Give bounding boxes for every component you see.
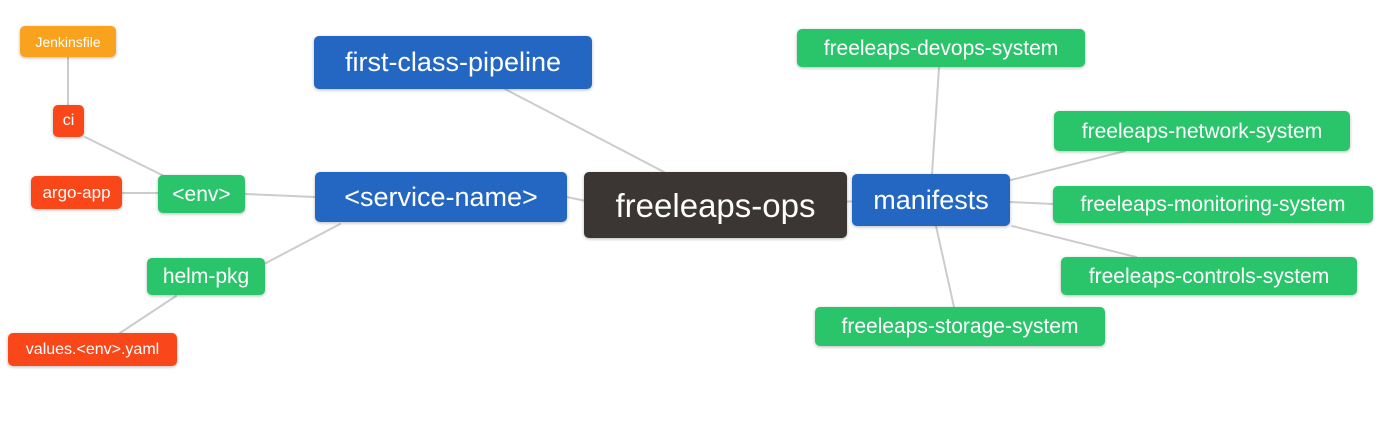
mindmap-node-first-class-pipeline[interactable]: first-class-pipeline: [314, 36, 592, 89]
mindmap-node-jenkinsfile[interactable]: Jenkinsfile: [20, 26, 116, 57]
node-label: freeleaps-devops-system: [823, 36, 1059, 60]
edge-manifests-to-freeleaps-monitoring-system: [1009, 201, 1054, 205]
node-label: freeleaps-monitoring-system: [1080, 193, 1346, 216]
node-label: helm-pkg: [162, 265, 250, 288]
mindmap-node-service-name[interactable]: <service-name>: [315, 172, 567, 222]
node-label: values.<env>.yaml: [25, 340, 160, 358]
node-label: freeleaps-controls-system: [1088, 264, 1330, 288]
node-label: <env>: [172, 182, 231, 206]
mindmap-node-freeleaps-devops-system[interactable]: freeleaps-devops-system: [797, 29, 1085, 67]
node-label: freeleaps-storage-system: [841, 315, 1079, 338]
mindmap-node-freeleaps-monitoring-system[interactable]: freeleaps-monitoring-system: [1053, 186, 1373, 223]
mindmap-node-freeleaps-network-system[interactable]: freeleaps-network-system: [1054, 111, 1350, 151]
edge-helm-pkg-to-service-name: [265, 223, 341, 264]
mindmap-node-freeleaps-controls-system[interactable]: freeleaps-controls-system: [1061, 257, 1357, 295]
mindmap-node-helm-pkg[interactable]: helm-pkg: [147, 258, 265, 295]
node-label: argo-app: [42, 183, 111, 202]
mindmap-node-env[interactable]: <env>: [158, 175, 245, 213]
edge-manifests-to-freeleaps-controls-system: [1011, 225, 1137, 258]
node-label: first-class-pipeline: [344, 47, 562, 77]
node-label: manifests: [873, 184, 989, 215]
mindmap-node-freeleaps-ops[interactable]: freeleaps-ops: [584, 172, 847, 238]
mindmap-node-manifests[interactable]: manifests: [852, 174, 1010, 226]
edge-manifests-to-freeleaps-devops-system: [931, 67, 940, 175]
mindmap-node-values-env-yaml[interactable]: values.<env>.yaml: [8, 333, 177, 366]
edge-first-class-pipeline-to-freeleaps-ops: [504, 88, 665, 173]
node-label: <service-name>: [344, 181, 538, 212]
node-label: ci: [62, 112, 75, 129]
edge-manifests-to-freeleaps-storage-system: [935, 225, 955, 308]
mindmap-node-ci[interactable]: ci: [53, 105, 84, 137]
node-label: freeleaps-ops: [615, 186, 816, 224]
mindmap-node-argo-app[interactable]: argo-app: [31, 176, 122, 209]
edge-ci-to-env: [84, 136, 167, 178]
node-label: Jenkinsfile: [35, 33, 101, 50]
mindmap-node-freeleaps-storage-system[interactable]: freeleaps-storage-system: [815, 307, 1105, 346]
edge-env-to-service-name: [244, 193, 316, 198]
node-label: freeleaps-network-system: [1081, 119, 1323, 143]
edge-helm-pkg-to-values-env-yaml: [119, 295, 177, 334]
edge-manifests-to-freeleaps-network-system: [1010, 150, 1126, 181]
